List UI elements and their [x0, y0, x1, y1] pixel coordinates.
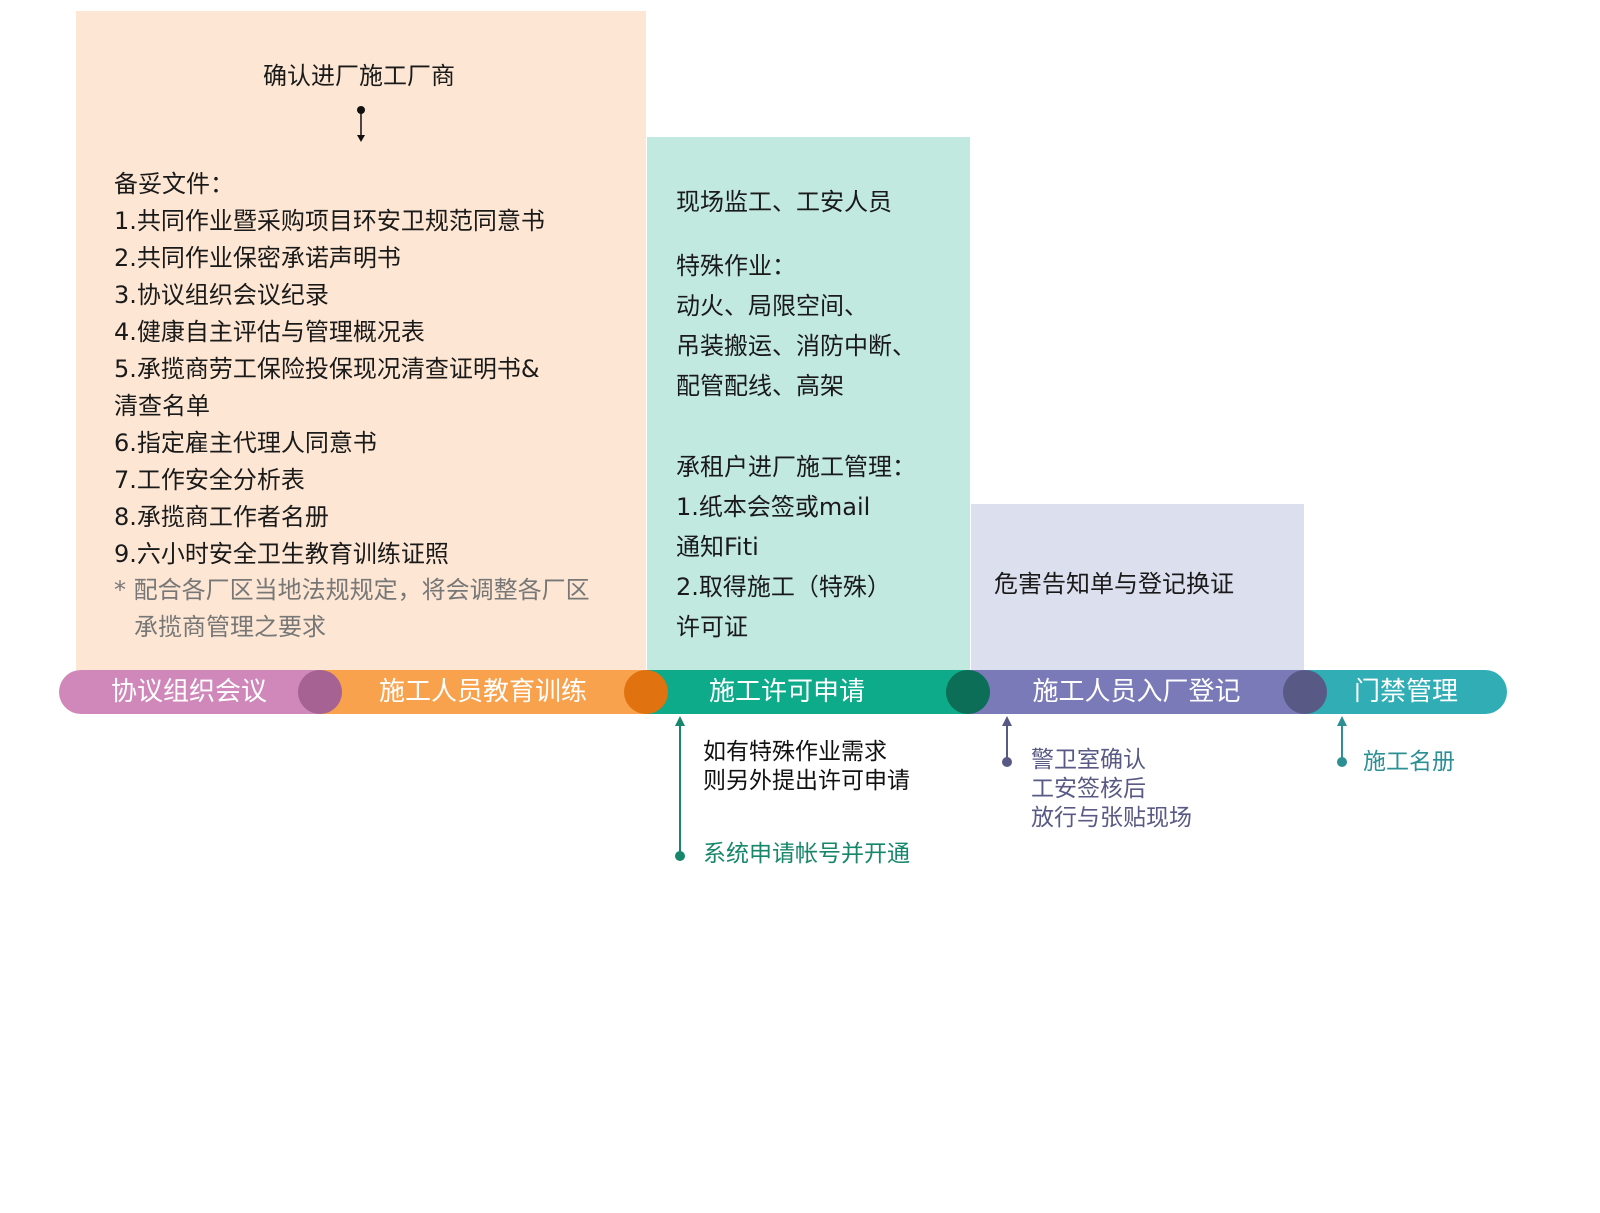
document-item: 9.六小时安全卫生教育训练证照 — [114, 540, 449, 568]
permit-panel — [647, 137, 970, 670]
permit-note: 则另外提出许可申请 — [703, 768, 910, 794]
permit-detail-line: 吊装搬运、消防中断、 — [676, 332, 916, 360]
roster-note: 施工名册 — [1363, 749, 1455, 775]
document-item: 3.协议组织会议纪录 — [114, 281, 329, 309]
permit-detail-line: 通知Fiti — [676, 533, 759, 561]
down-arrow-icon — [355, 104, 367, 148]
permit-detail-line: 2.取得施工（特殊） — [676, 573, 891, 601]
timeline-node — [946, 670, 990, 714]
timeline-node — [624, 670, 668, 714]
document-item: 4.健康自主评估与管理概况表 — [114, 318, 425, 346]
system-account-note: 系统申请帐号并开通 — [703, 841, 910, 867]
permit-detail-line: 现场监工、工安人员 — [676, 188, 892, 216]
registration-note: 放行与张贴现场 — [1031, 805, 1192, 831]
documents-heading: 备妥文件： — [114, 170, 234, 198]
up-arrow-icon — [1000, 714, 1014, 774]
permit-detail-line: 动火、局限空间、 — [676, 292, 868, 320]
note-line: * 配合各厂区当地法规规定，将会调整各厂区 — [114, 576, 590, 604]
up-arrow-icon — [673, 714, 687, 868]
permit-detail-line: 许可证 — [676, 613, 748, 641]
permit-detail-line: 配管配线、高架 — [676, 372, 844, 400]
up-arrow-icon — [1335, 714, 1349, 774]
note-line: 承揽商管理之要求 — [134, 613, 326, 641]
timeline-step-3[interactable]: 施工许可申请 — [646, 670, 968, 714]
document-item: 6.指定雇主代理人同意书 — [114, 429, 377, 457]
timeline-node — [298, 670, 342, 714]
document-item: 1.共同作业暨采购项目环安卫规范同意书 — [114, 207, 545, 235]
document-item: 7.工作安全分析表 — [114, 466, 305, 494]
registration-panel — [971, 504, 1304, 670]
registration-note: 工安签核后 — [1031, 776, 1146, 802]
permit-note: 如有特殊作业需求 — [703, 739, 887, 765]
document-item: 5.承揽商劳工保险投保现况清查证明书& — [114, 355, 540, 383]
document-item: 2.共同作业保密承诺声明书 — [114, 244, 401, 272]
panel-title: 确认进厂施工厂商 — [263, 62, 455, 90]
permit-detail-line: 1.纸本会签或mail — [676, 493, 871, 521]
permit-detail-line: 特殊作业： — [676, 252, 796, 280]
registration-note: 警卫室确认 — [1031, 747, 1146, 773]
timeline-step-2[interactable]: 施工人员教育训练 — [320, 670, 646, 714]
timeline-step-4[interactable]: 施工人员入厂登记 — [968, 670, 1305, 714]
document-item: 8.承揽商工作者名册 — [114, 503, 329, 531]
timeline-node — [1283, 670, 1327, 714]
timeline-step-5[interactable]: 门禁管理 — [1305, 670, 1507, 714]
permit-detail-line: 承租户进厂施工管理： — [676, 453, 916, 481]
document-item: 清查名单 — [114, 392, 210, 420]
timeline-step-1[interactable]: 协议组织会议 — [59, 670, 329, 714]
hazard-notice-text: 危害告知单与登记换证 — [994, 570, 1234, 598]
